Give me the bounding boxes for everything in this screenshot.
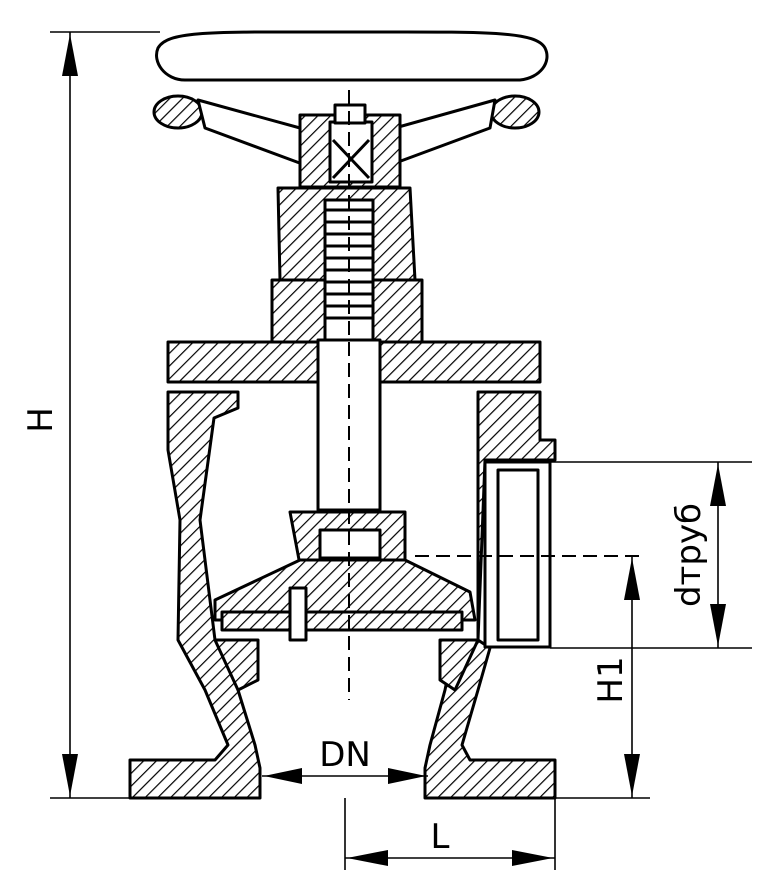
dimension-dn-label: DN — [319, 735, 371, 775]
dimension-dtrub-label: dтруб — [669, 503, 709, 607]
dimension-l-label: L — [431, 817, 450, 857]
dimension-dn: DN — [262, 735, 428, 784]
dimension-h1: H1 — [555, 556, 650, 799]
handwheel-left-grip — [152, 94, 204, 130]
body-left-wall — [128, 390, 262, 800]
disc-bolt — [288, 586, 308, 642]
dimension-h-label: H — [21, 407, 61, 433]
body-right-wall — [423, 390, 557, 800]
handwheel-right-grip — [489, 94, 541, 130]
seat-ring-left — [213, 638, 260, 692]
seat-ring-right — [438, 638, 480, 692]
dimension-dtrub: dтруб — [550, 461, 752, 649]
dimension-l: L — [344, 798, 556, 870]
handwheel-rim — [155, 30, 549, 82]
disc-seal — [220, 610, 464, 632]
outlet-pipe-inner — [496, 468, 540, 642]
valve-body — [128, 390, 557, 800]
stem-nut-cross — [331, 138, 371, 180]
dimension-h1-label: H1 — [591, 656, 631, 703]
disc-assembly — [213, 510, 477, 642]
handwheel — [152, 30, 549, 189]
disc-body — [213, 558, 477, 622]
outlet-pipe-bore — [483, 460, 552, 649]
dimension-h: H — [21, 31, 160, 799]
